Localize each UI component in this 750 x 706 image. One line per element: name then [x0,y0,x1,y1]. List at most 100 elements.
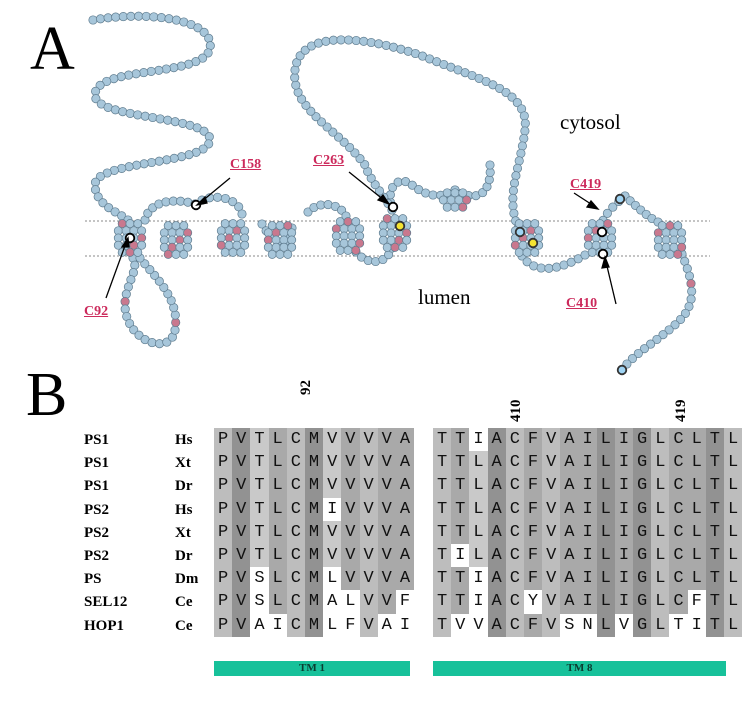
residue-bead [237,209,247,219]
residue-cell: C [505,497,524,521]
residue-bead [156,13,166,23]
residue-bead [283,249,293,259]
residue-cell: I [469,590,488,614]
residue-bead [388,182,398,192]
residue-cell: C [286,474,305,498]
residue-bead [301,100,311,110]
lumen-label: lumen [418,285,471,309]
highlighted-residue [616,364,628,376]
residue-bead [154,276,164,286]
residue-cell: V [377,567,396,591]
residue-cell: V [341,497,360,521]
residue-cell: I [614,451,634,475]
residue-bead [95,80,105,90]
residue-bead [163,289,173,299]
residue-bead [501,87,511,98]
residue-cell: I [614,543,634,568]
residue-cell: V [232,451,251,475]
residue-bead [646,339,656,349]
residue-bead [236,247,246,257]
residue-cell: I [323,497,342,521]
residue-cell: T [433,497,452,521]
residue-cell: A [395,428,415,452]
residue-bead [519,111,529,121]
residue-cell: V [232,497,251,521]
residue-bead [179,221,189,231]
residue-cell: V [323,474,342,498]
residue-cell: A [395,451,415,475]
residue-cell: T [250,543,269,568]
panel-b-label: B [26,361,68,429]
residue-bead [193,23,203,33]
residue-bead [141,11,151,21]
residue-cell: L [596,474,615,498]
residue-bead [263,242,273,252]
species-name: Dr [175,548,193,564]
residue-cell: C [669,497,688,521]
residue-bead [102,76,112,86]
residue-cell: T [705,613,724,637]
residue-cell: L [469,543,488,568]
residue-cell: V [542,428,561,452]
residue-cell: L [323,613,342,637]
residue-cell: T [250,451,269,475]
residue-bead [390,242,400,252]
residue-cell: C [505,613,524,637]
residue-bead [522,219,532,229]
residue-cell: V [323,451,342,475]
residue-bead [669,242,679,252]
residue-bead [133,247,143,257]
residue-cell: T [250,474,269,498]
residue-bead [627,354,637,364]
residue-cell: Y [523,590,543,614]
residue-cell: T [451,590,470,614]
residue-cell: V [323,428,342,452]
residue-cell: G [633,451,652,475]
residue-bead [333,132,344,142]
residue-bead [665,249,675,259]
residue-cell: G [633,520,652,544]
residue-cell: C [505,428,524,452]
residue-bead [125,108,135,118]
residue-cell: T [705,428,724,452]
residue-cell: V [359,543,378,568]
residue-bead [91,94,101,104]
residue-bead [164,14,174,24]
cysteine-label-c158: C158 [230,157,262,172]
residue-bead [124,162,134,172]
residue-bead [111,12,121,22]
residue-cell: L [268,474,287,498]
residue-bead [212,192,223,202]
residue-bead [291,80,301,90]
residue-bead [88,15,98,25]
residue-cell: T [433,474,452,498]
residue-bead [167,242,177,252]
residue-cell: V [359,428,378,452]
residue-bead [394,235,404,245]
residue-cell: L [651,474,670,498]
highlighted-residue [614,193,626,205]
residue-bead [311,112,321,122]
residue-bead [339,238,349,248]
residue-bead [530,247,540,257]
residue-cell: T [451,497,470,521]
residue-bead [228,219,238,229]
residue-cell: C [669,520,688,544]
residue-cell: L [341,590,360,614]
residue-cell: T [705,451,724,475]
residue-bead [603,219,613,229]
residue-cell: T [451,567,470,591]
residue-cell: V [341,543,360,568]
residue-bead [137,240,147,250]
position-label-92: 92 [298,380,314,395]
residue-bead [275,221,285,231]
residue-bead [442,188,452,198]
residue-bead [388,42,399,52]
residue-bead [257,219,267,229]
residue-bead [355,154,365,164]
residue-cell: L [687,497,706,521]
residue-bead [177,152,187,162]
residue-cell: A [560,428,579,452]
